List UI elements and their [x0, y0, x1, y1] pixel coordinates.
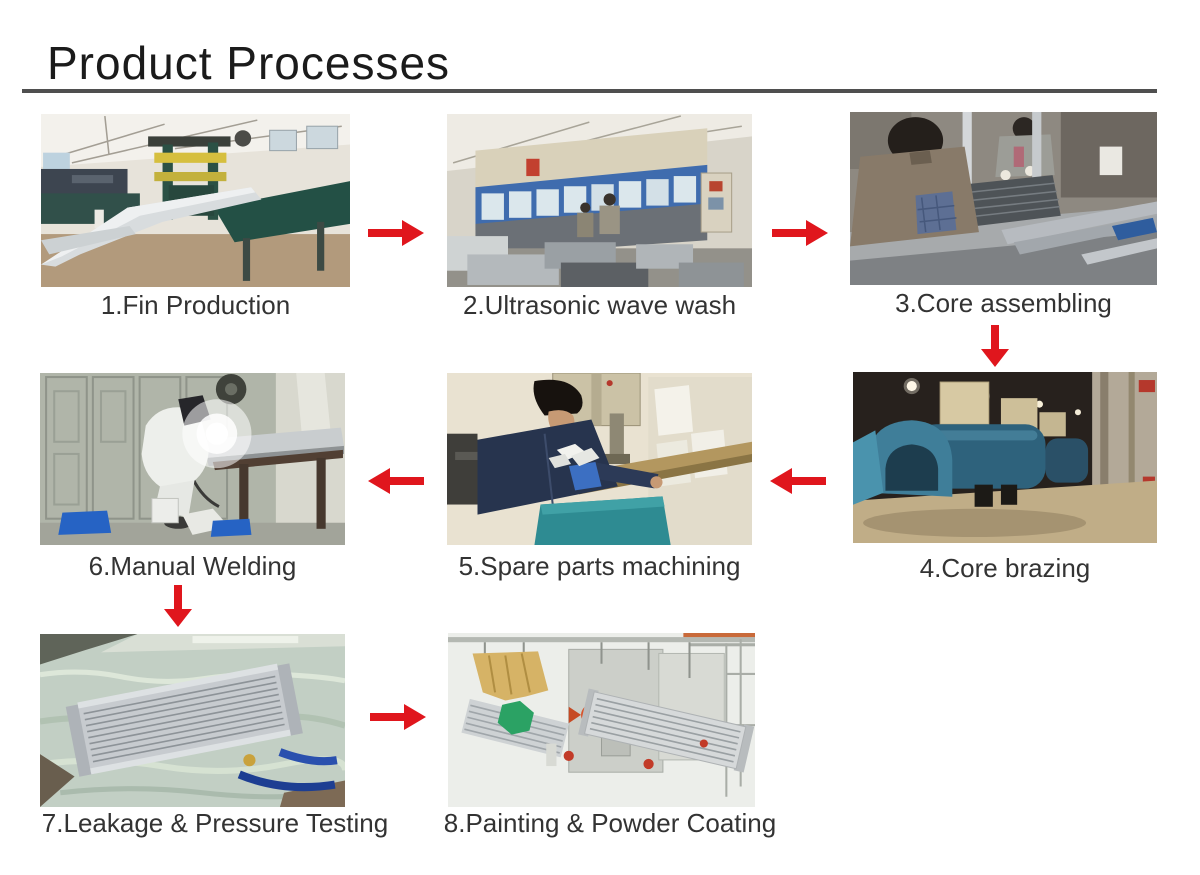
step-caption-5: 5.Spare parts machining	[458, 551, 741, 581]
manual-welding-photo-illustration	[40, 373, 345, 545]
arrow-right-icon	[368, 220, 424, 246]
arrow-right-icon	[772, 220, 828, 246]
painting-coating-photo-illustration	[448, 633, 755, 807]
core-brazing-photo-illustration	[853, 372, 1157, 543]
spare-parts-machining-photo-illustration	[447, 373, 752, 545]
step-caption-8: 8.Painting & Powder Coating	[443, 808, 777, 838]
photo-spare-parts-machining	[447, 373, 752, 545]
ultrasonic-wash-photo-illustration	[447, 114, 752, 287]
fin-production-photo-illustration	[41, 114, 350, 287]
leakage-testing-photo-illustration	[40, 634, 345, 807]
step-caption-4: 4.Core brazing	[919, 553, 1091, 583]
arrow-down-icon	[164, 585, 192, 627]
photo-leakage-pressure-testing	[40, 634, 345, 807]
title-underline	[22, 89, 1157, 93]
photo-core-brazing	[853, 372, 1157, 543]
photo-painting-powder-coating	[448, 633, 755, 807]
page-title: Product Processes	[47, 37, 451, 89]
step-caption-3: 3.Core assembling	[895, 288, 1112, 318]
arrow-left-icon	[770, 468, 826, 494]
arrow-right-icon	[370, 704, 426, 730]
step-caption-2: 2.Ultrasonic wave wash	[462, 290, 737, 320]
arrow-down-icon	[981, 325, 1009, 367]
photo-core-assembling	[850, 112, 1157, 285]
step-caption-1: 1.Fin Production	[100, 290, 291, 320]
step-caption-7: 7.Leakage & Pressure Testing	[41, 808, 389, 838]
photo-ultrasonic-wave-wash	[447, 114, 752, 287]
step-caption-6: 6.Manual Welding	[88, 551, 297, 581]
photo-fin-production	[41, 114, 350, 287]
core-assembling-photo-illustration	[850, 112, 1157, 285]
photo-manual-welding	[40, 373, 345, 545]
arrow-left-icon	[368, 468, 424, 494]
